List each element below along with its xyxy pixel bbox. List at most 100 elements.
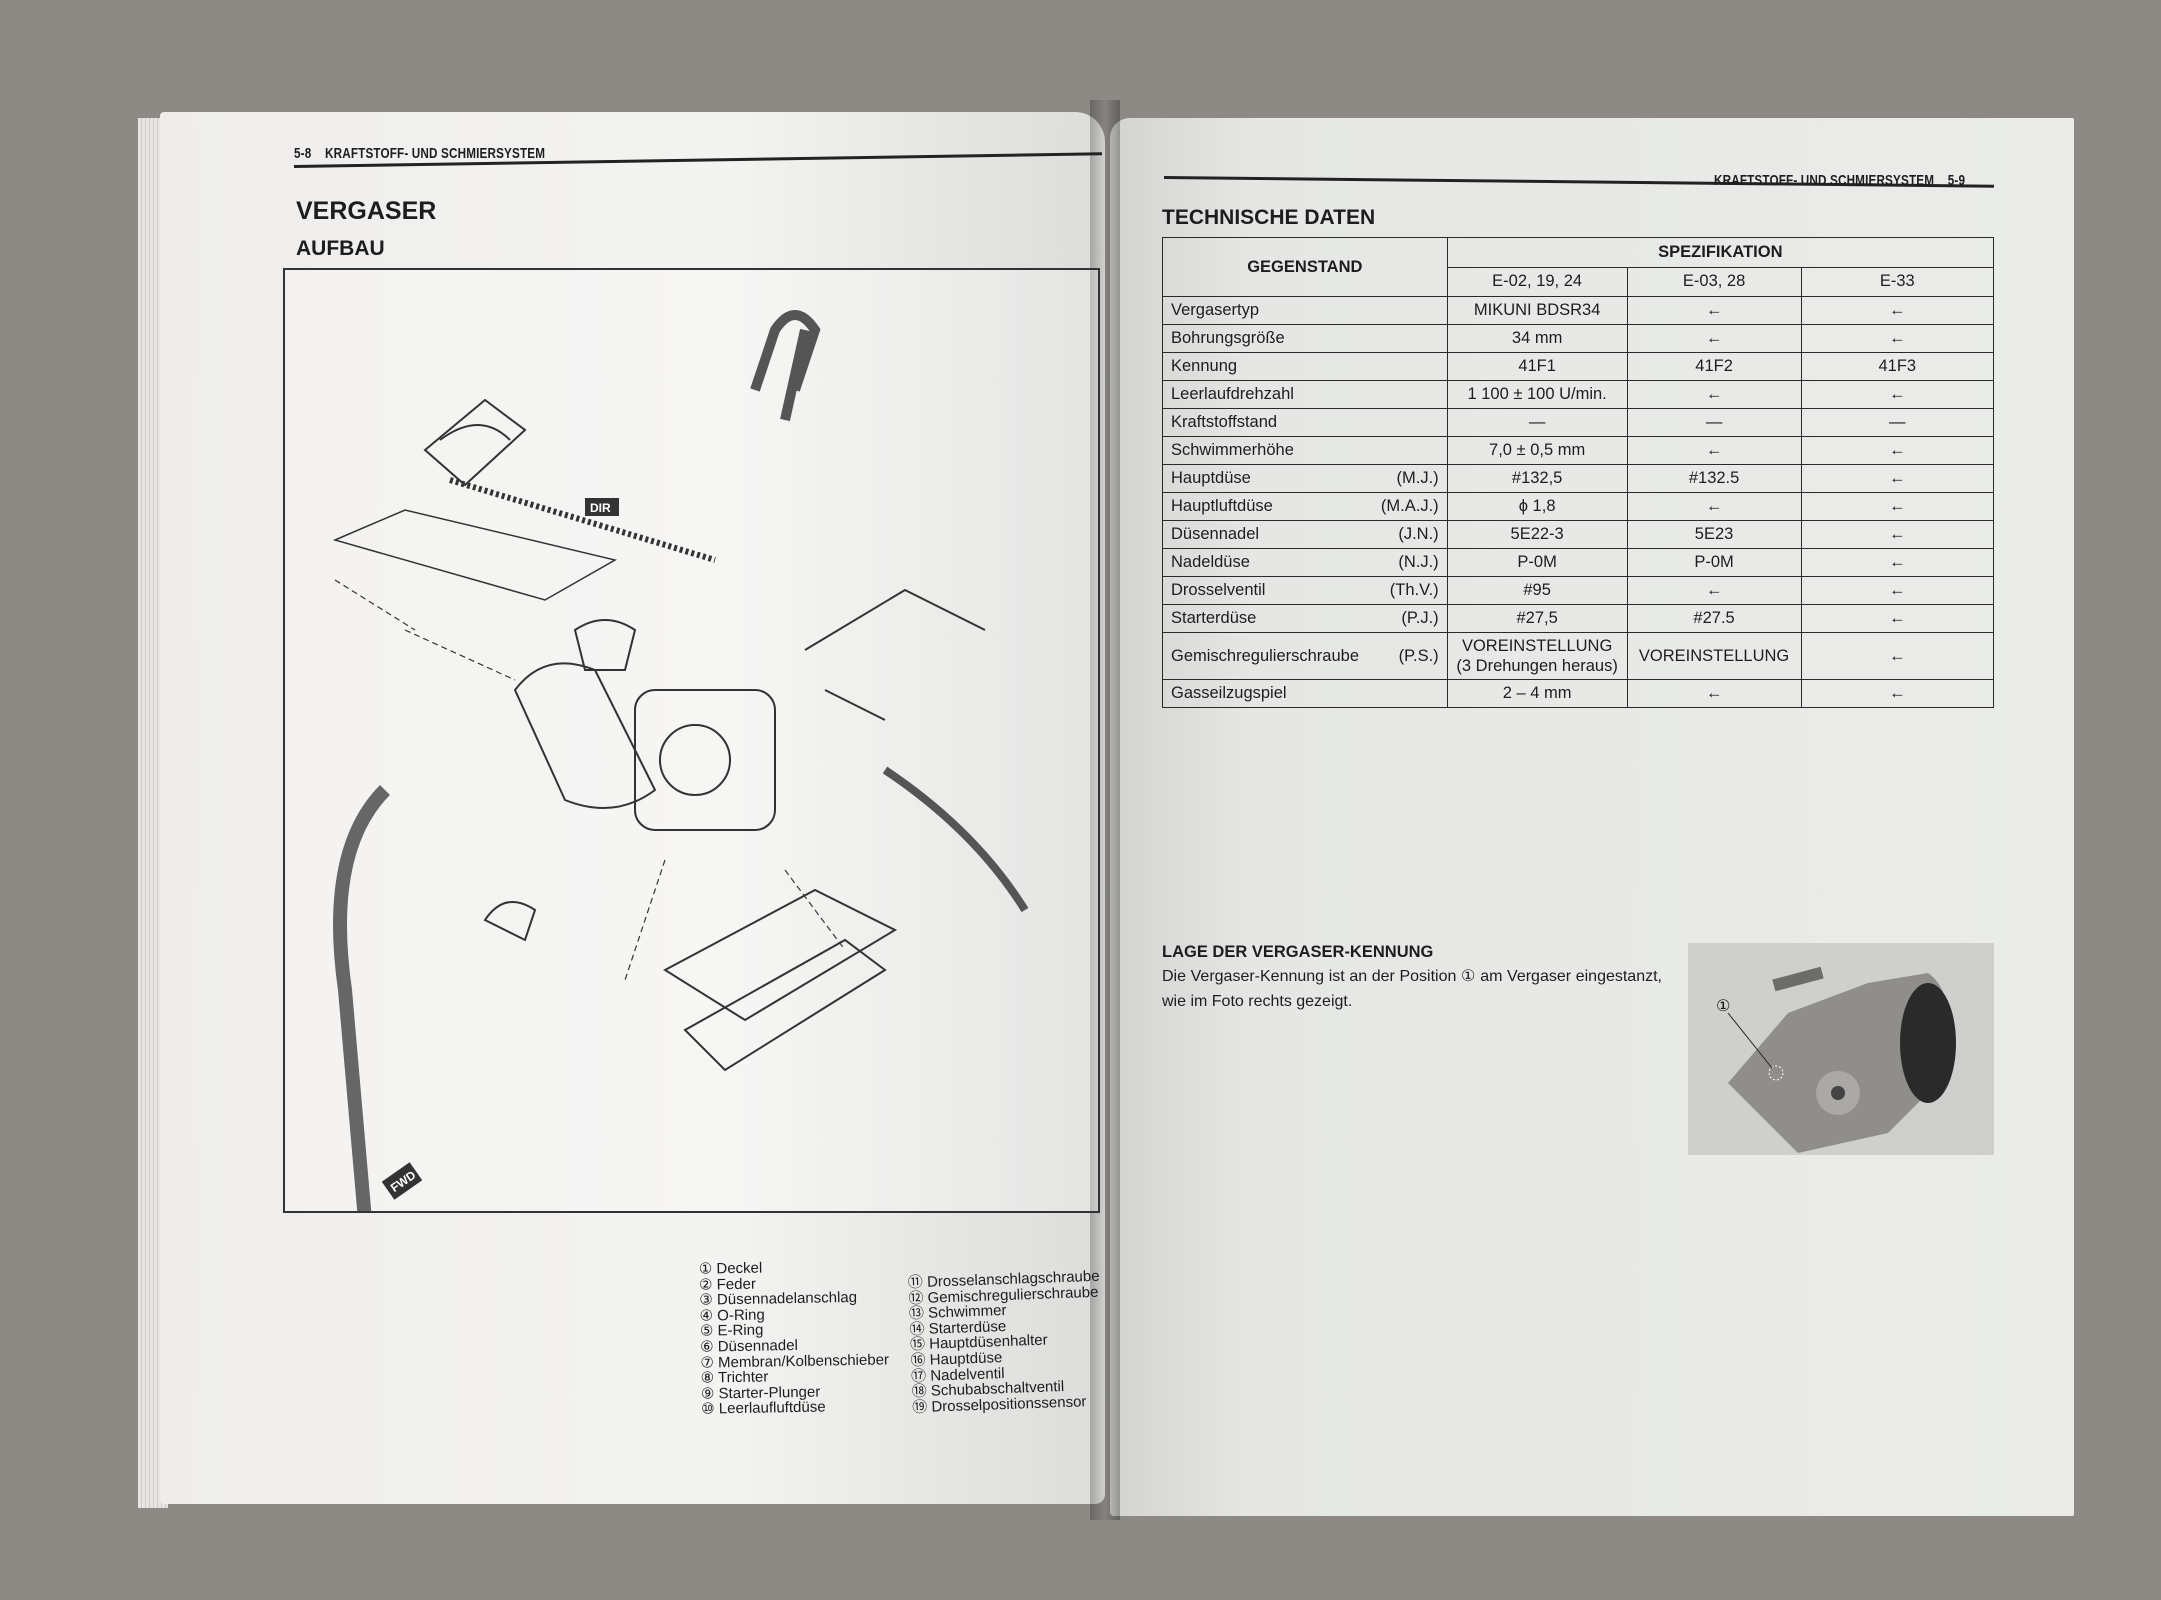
row-value: ← xyxy=(1626,492,1802,521)
row-value: #132,5 xyxy=(1446,464,1628,493)
col-region: E-33 xyxy=(1800,266,1995,297)
row-value: #27,5 xyxy=(1446,604,1628,633)
left-page-header: 5-8 KRAFTSTOFF- UND SCHMIERSYSTEM xyxy=(294,145,545,162)
row-abbr: (M.J.) xyxy=(1396,469,1439,487)
col-region: E-02, 19, 24 xyxy=(1446,266,1628,297)
row-abbr: (J.N.) xyxy=(1398,525,1439,543)
location-text: Die Vergaser-Kennung ist an der Position… xyxy=(1162,968,1662,1010)
specs-title: TECHNISCHE DATEN xyxy=(1162,206,1376,229)
row-item: Kennung xyxy=(1162,352,1448,381)
row-value: 34 mm xyxy=(1446,324,1628,353)
photo-drawing: ① xyxy=(1716,966,1956,1153)
carburetor-drawing: FWD DIR xyxy=(332,310,1029,1221)
row-value: ← xyxy=(1626,679,1802,708)
col-spec: SPEZIFIKATION xyxy=(1446,237,1995,268)
row-value: — xyxy=(1800,408,1995,437)
row-value: ← xyxy=(1626,576,1802,605)
row-item: Leerlaufdrehzahl xyxy=(1162,380,1448,409)
right-page-header: KRAFTSTOFF- UND SCHMIERSYSTEM 5-9 xyxy=(1714,172,1965,189)
section-header: KRAFTSTOFF- UND SCHMIERSYSTEM xyxy=(1714,172,1935,189)
row-abbr: (P.J.) xyxy=(1401,609,1439,627)
row-item: Drosselventil(Th.V.) xyxy=(1162,576,1448,605)
row-value: MIKUNI BDSR34 xyxy=(1446,296,1628,325)
row-value: ← xyxy=(1800,324,1995,353)
table-subheader-row: E-02, 19, 24 E-03, 28 E-33 xyxy=(1163,266,1995,297)
table-row: Kraftstoffstand——— xyxy=(1162,408,1995,437)
row-value: 5E23 xyxy=(1626,520,1802,549)
row-value: ← xyxy=(1800,548,1995,577)
row-value: ← xyxy=(1800,604,1995,633)
parts-legend-left: ① Deckel ② Feder ③ Düsennadelanschlag ④ … xyxy=(699,1258,890,1418)
row-value: P-0M xyxy=(1626,548,1802,577)
spring-part xyxy=(449,477,716,563)
row-item: Gemischregulierschraube(P.S.) xyxy=(1162,632,1448,680)
row-item: Schwimmerhöhe xyxy=(1162,436,1448,465)
row-abbr: (P.S.) xyxy=(1398,646,1439,665)
row-value: ← xyxy=(1626,380,1802,409)
table-row: Hauptdüse(M.J.)#132,5#132.5← xyxy=(1162,464,1995,493)
row-value: — xyxy=(1626,408,1802,437)
page-title: VERGASER xyxy=(296,197,437,225)
row-value: ← xyxy=(1800,492,1995,521)
row-value: ← xyxy=(1800,632,1995,680)
row-value: 2 – 4 mm xyxy=(1446,679,1628,708)
left-page xyxy=(160,112,1105,1504)
row-item: Nadeldüse(N.J.) xyxy=(1162,548,1448,577)
legend-item: ⑩ Leerlaufluftdüse xyxy=(701,1398,826,1418)
row-value: 5E22-3 xyxy=(1446,520,1628,549)
row-value: 7,0 ± 0,5 mm xyxy=(1446,436,1628,465)
carburetor-photo: ① xyxy=(1688,943,1994,1155)
row-abbr: (Th.V.) xyxy=(1389,581,1439,599)
page-number: 5-9 xyxy=(1947,172,1966,189)
col-item: GEGENSTAND xyxy=(1162,237,1448,297)
col-region: E-03, 28 xyxy=(1626,266,1802,297)
row-item: Kraftstoffstand xyxy=(1162,408,1448,437)
spec-table: GEGENSTAND SPEZIFIKATION E-02, 19, 24 E-… xyxy=(1162,237,1995,708)
table-row: Starterdüse(P.J.)#27,5#27.5← xyxy=(1162,604,1995,633)
row-item: Hauptluftdüse(M.A.J.) xyxy=(1162,492,1448,521)
row-value: VOREINSTELLUNG xyxy=(1626,632,1802,680)
cover-part xyxy=(423,398,527,487)
row-value: #95 xyxy=(1446,576,1628,605)
row-value: ← xyxy=(1800,576,1995,605)
row-abbr: (N.J.) xyxy=(1398,553,1439,571)
row-value: ← xyxy=(1800,436,1995,465)
row-value: ← xyxy=(1800,296,1995,325)
exploded-diagram: FWD DIR xyxy=(283,268,1100,1221)
row-value: VOREINSTELLUNG(3 Drehungen heraus) xyxy=(1446,632,1628,680)
dir-label: DIR xyxy=(590,501,611,515)
book-gutter xyxy=(1090,100,1120,1520)
table-header-row: GEGENSTAND SPEZIFIKATION xyxy=(1162,237,1995,297)
row-value: ← xyxy=(1626,324,1802,353)
row-value: ← xyxy=(1626,436,1802,465)
row-value: — xyxy=(1446,408,1628,437)
row-value: #27.5 xyxy=(1626,604,1802,633)
row-item: Starterdüse(P.J.) xyxy=(1162,604,1448,633)
row-value: #132.5 xyxy=(1626,464,1802,493)
parts-legend-right: ⑪ Drosselanschlagschraube ⑫ Gemischregul… xyxy=(908,1268,1105,1416)
table-row: Hauptluftdüse(M.A.J.)ϕ 1,8←← xyxy=(1162,492,1995,521)
location-heading: LAGE DER VERGASER-KENNUNG xyxy=(1162,943,1434,961)
carb-body xyxy=(634,689,776,831)
row-item: Bohrungsgröße xyxy=(1162,324,1448,353)
row-value: ← xyxy=(1626,296,1802,325)
section-subtitle: AUFBAU xyxy=(296,237,385,260)
row-abbr: (M.A.J.) xyxy=(1380,497,1439,515)
row-value: 1 100 ± 100 U/min. xyxy=(1446,380,1628,409)
legend-item: ⑦ Membran/Kolbenschieber xyxy=(700,1350,890,1372)
photo-callout: ① xyxy=(1716,996,1730,1015)
cable-part xyxy=(882,766,1029,913)
float-bowl xyxy=(683,938,887,1072)
row-value: ← xyxy=(1800,380,1995,409)
row-value: ← xyxy=(1800,464,1995,493)
row-value: P-0M xyxy=(1446,548,1628,577)
row-value: 41F1 xyxy=(1446,352,1628,381)
